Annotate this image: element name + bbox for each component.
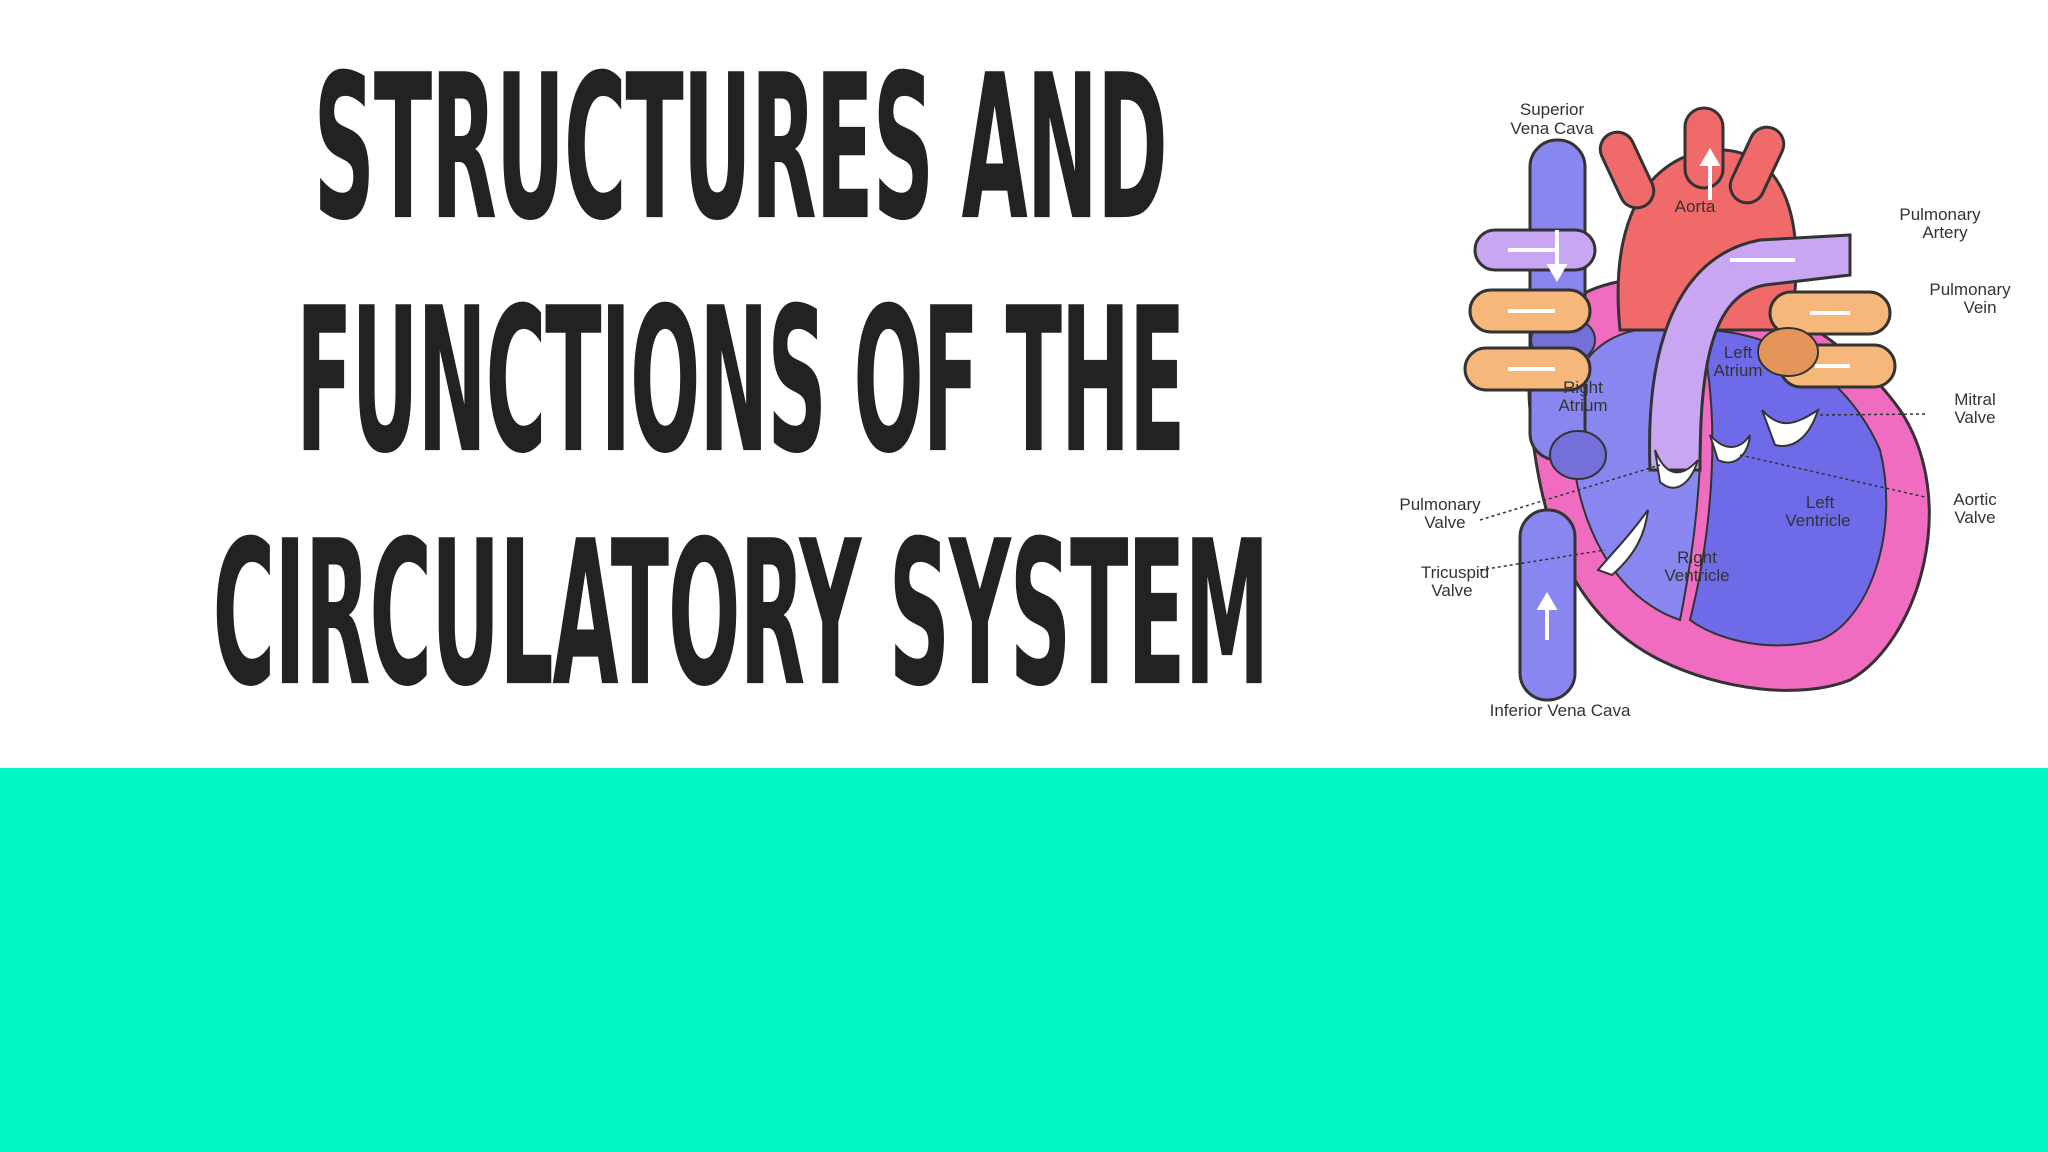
label-right-atrium-2: Atrium	[1558, 396, 1607, 415]
title-line-1: STRUCTURES AND	[313, 31, 1167, 266]
pulmonary-artery	[1648, 233, 1852, 472]
label-pulmonary-valve-1: Pulmonary	[1399, 495, 1481, 514]
mitral-valve-shape	[1761, 407, 1820, 447]
label-pulmonary-artery-2: Artery	[1922, 223, 1968, 242]
label-right-ventricle-2: Ventricle	[1664, 566, 1729, 585]
label-pulmonary-valve-2: Valve	[1424, 513, 1465, 532]
label-superior-vena-cava-2: Vena Cava	[1510, 119, 1594, 138]
label-tricuspid-valve-1: Tricuspid	[1421, 563, 1489, 582]
label-inferior-vena-cava: Inferior Vena Cava	[1490, 701, 1631, 720]
title-line-3: CIRCULATORY SYSTEM	[212, 497, 1269, 731]
label-tricuspid-valve-2: Valve	[1431, 581, 1472, 600]
title-line-2: FUNCTIONS OF THE	[295, 264, 1185, 498]
heart-diagram: Superior Vena Cava Aorta Pulmonary Arter…	[1380, 80, 2020, 740]
slide-title: STRUCTURES AND FUNCTIONS OF THE CIRCULAT…	[100, 28, 1380, 788]
tricuspid-valve-shape	[1596, 509, 1649, 577]
accent-footer-band	[0, 768, 2048, 1152]
label-superior-vena-cava-1: Superior	[1520, 100, 1585, 119]
label-aorta: Aorta	[1675, 197, 1716, 216]
label-mitral-valve-1: Mitral	[1954, 390, 1996, 409]
label-pulmonary-vein-1: Pulmonary	[1929, 280, 2011, 299]
label-aortic-valve-1: Aortic	[1953, 490, 1997, 509]
label-left-atrium-2: Atrium	[1713, 361, 1762, 380]
label-left-atrium-1: Left	[1724, 343, 1753, 362]
label-right-ventricle-1: Right	[1677, 548, 1717, 567]
label-right-atrium-1: Right	[1563, 378, 1603, 397]
label-pulmonary-vein-2: Vein	[1963, 298, 1996, 317]
label-mitral-valve-2: Valve	[1954, 408, 1995, 427]
label-pulmonary-artery-1: Pulmonary	[1899, 205, 1981, 224]
label-left-ventricle-1: Left	[1806, 493, 1835, 512]
label-aortic-valve-2: Valve	[1954, 508, 1995, 527]
pulmonary-valve-shape	[1654, 449, 1699, 489]
label-left-ventricle-2: Ventricle	[1785, 511, 1850, 530]
